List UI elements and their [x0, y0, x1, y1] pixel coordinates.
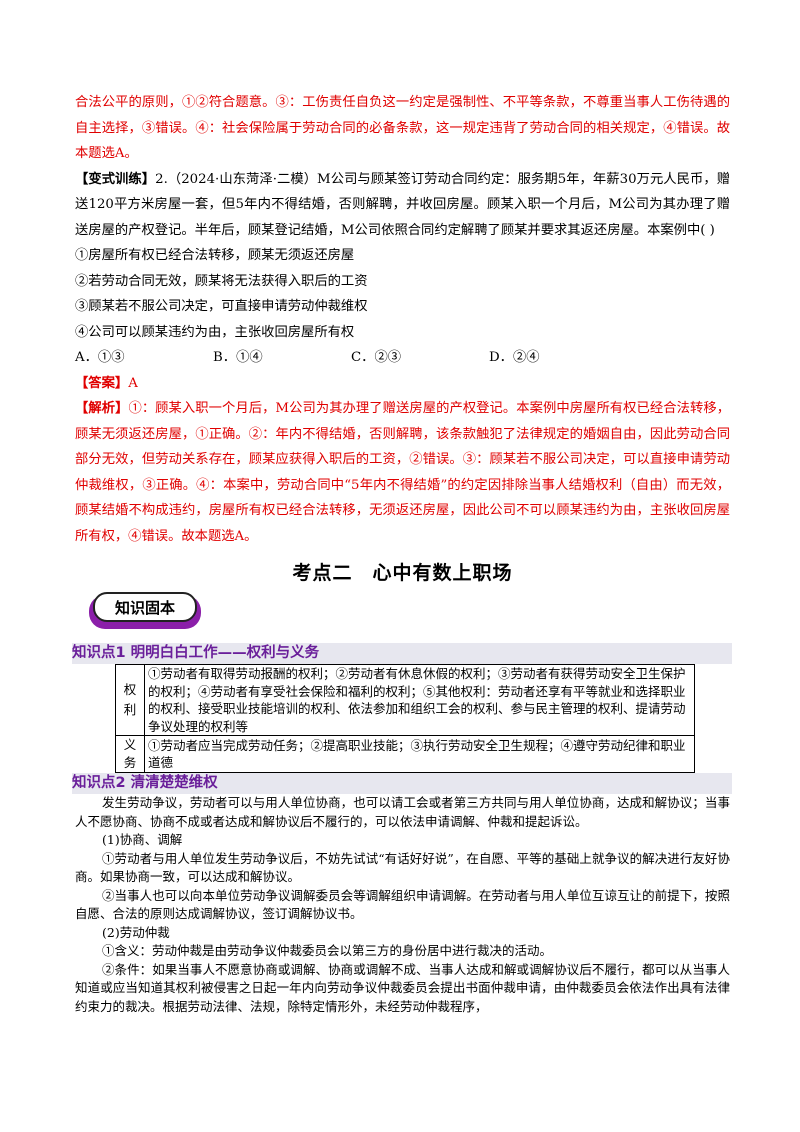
section-title: 考点二 心中有数上职场	[292, 562, 513, 584]
option-a: A．①③	[75, 350, 125, 365]
question-tag: 【变式训练】	[75, 171, 156, 187]
option-c: C．②③	[351, 350, 402, 365]
row-head-rights: 权利	[115, 664, 145, 736]
intro-paragraph: 合法公平的原则，①②符合题意。③：工伤责任自负这一约定是强制性、不平等条款，不尊…	[75, 95, 730, 161]
table-row: 权利 ①劳动者有取得劳动报酬的权利；②劳动者有休息休假的权利；③劳动者有获得劳动…	[115, 664, 695, 736]
kp2-p3: ①含义：劳动仲裁是由劳动争议仲裁委员会以第三方的身份居中进行裁决的活动。	[102, 943, 553, 958]
analysis-text: ①：顾某入职一个月后，M公司为其办理了赠送房屋的产权登记。本案例中房屋所有权已经…	[75, 401, 730, 544]
kp2-p4: ②条件：如果当事人不愿意协商或调解、协商或调解不成、当事人达成和解或调解协议后不…	[75, 961, 730, 1014]
kp2-intro: 发生劳动争议，劳动者可以与用人单位协商，也可以请工会或者第三方共同与用人单位协商…	[75, 795, 730, 829]
rights-duties-table: 权利 ①劳动者有取得劳动报酬的权利；②劳动者有休息休假的权利；③劳动者有获得劳动…	[115, 664, 695, 773]
kp2-p2: ②当事人也可以向本单位劳动争议调解委员会等调解组织申请调解。在劳动者与用人单位互…	[75, 887, 730, 922]
question-text: 2.（2024·山东菏泽·二模）M公司与顾某签订劳动合同约定：服务期5年，年薪3…	[75, 171, 730, 238]
answer-tag: 【答案】	[75, 375, 129, 391]
answer-line: 【答案】A	[75, 371, 730, 397]
question-item: ②若劳动合同无效，顾某将无法获得入职后的工资	[75, 273, 368, 289]
knowledge-badge: 知识固本	[89, 592, 207, 631]
option-b: B．①④	[213, 350, 263, 365]
kp2-p1: ①劳动者与用人单位发生劳动争议后，不妨先试试“有话好好说”，在自愿、平等的基础上…	[75, 850, 730, 885]
answer-options: A．①③ B．①④ C．②③ D．②④	[75, 345, 730, 371]
analysis-paragraph: 【解析】①：顾某入职一个月后，M公司为其办理了赠送房屋的产权登记。本案例中房屋所…	[75, 396, 730, 549]
table-row: 义务 ①劳动者应当完成劳动任务；②提高职业技能；③执行劳动安全卫生规程；④遵守劳…	[115, 735, 695, 773]
knowledge-point-1-title: 知识点1 明明白白工作——权利与义务	[72, 643, 732, 664]
row-text-rights: ①劳动者有取得劳动报酬的权利；②劳动者有休息休假的权利；③劳动者有获得劳动安全卫…	[144, 664, 695, 736]
answer-value: A	[128, 375, 138, 391]
row-text-duties: ①劳动者应当完成劳动任务；②提高职业技能；③执行劳动安全卫生规程；④遵守劳动纪律…	[144, 735, 695, 773]
question-item: ③顾某若不服公司决定，可直接申请劳动仲裁维权	[75, 299, 368, 314]
question-paragraph: 【变式训练】2.（2024·山东菏泽·二模）M公司与顾某签订劳动合同约定：服务期…	[75, 167, 730, 244]
row-head-duties: 义务	[115, 735, 145, 773]
kp2-sub2: (2)劳动仲裁	[102, 924, 170, 940]
option-d: D．②④	[489, 350, 540, 365]
question-item: ①房屋所有权已经合法转移，顾某无须返还房屋	[75, 248, 355, 263]
knowledge-point-2-title: 知识点2 清清楚楚维权	[72, 773, 732, 794]
knowledge-point-2-body: 发生劳动争议，劳动者可以与用人单位协商，也可以请工会或者第三方共同与用人单位协商…	[75, 794, 730, 1016]
kp2-sub1: (1)协商、调解	[102, 832, 183, 847]
badge-label: 知识固本	[93, 592, 197, 622]
analysis-tag: 【解析】	[75, 401, 129, 416]
question-item: ④公司可以顾某违约为由，主张收回房屋所有权	[75, 324, 355, 340]
document-page: 合法公平的原则，①②符合题意。③：工伤责任自负这一约定是强制性、不平等条款，不尊…	[72, 90, 732, 1016]
